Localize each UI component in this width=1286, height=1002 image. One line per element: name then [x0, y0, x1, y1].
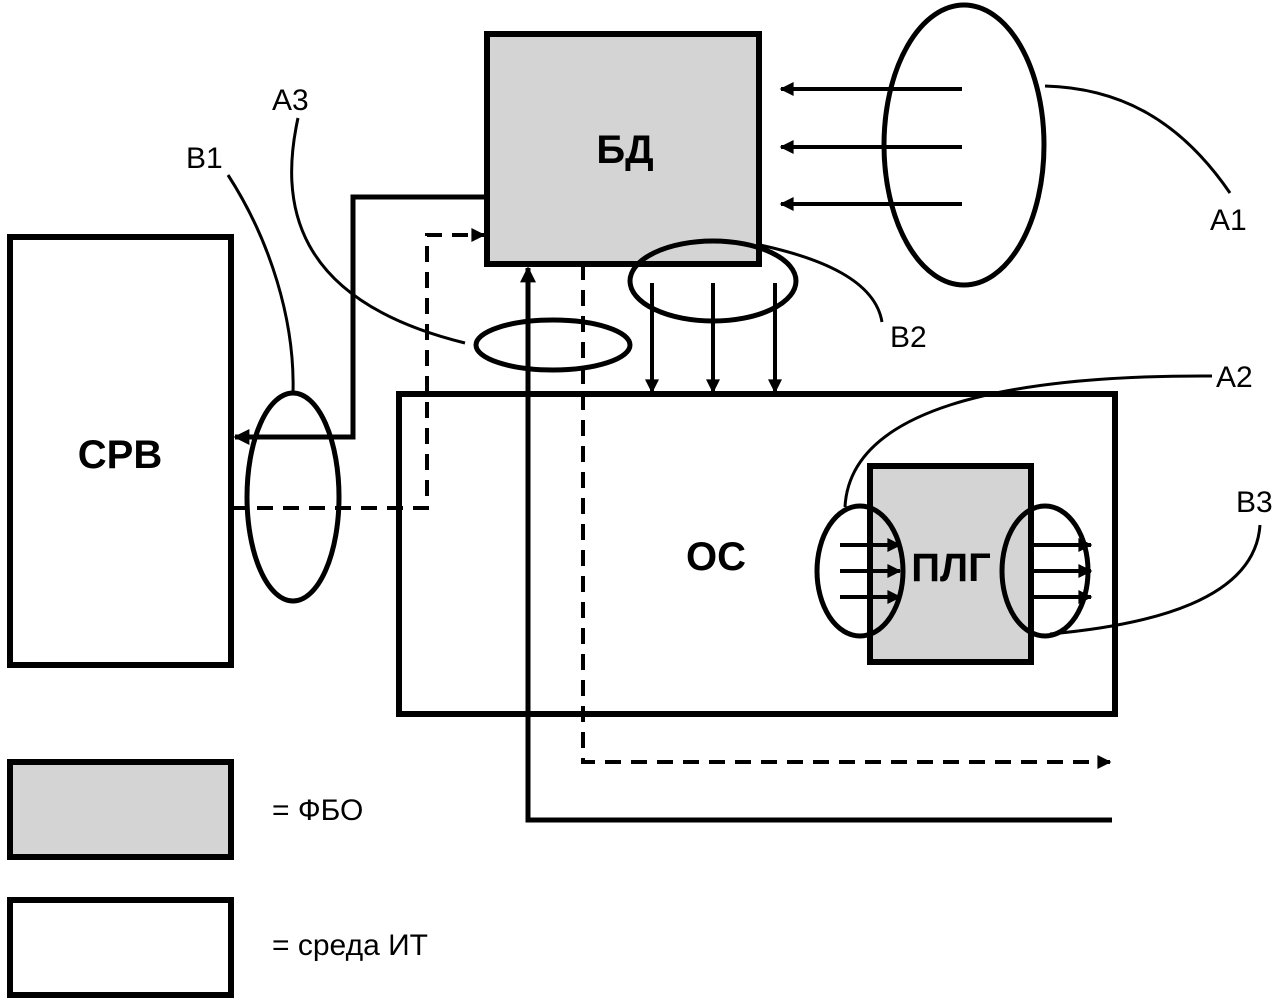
callout-a2: А2 [1216, 361, 1253, 394]
callout-b3: В3 [1236, 486, 1273, 519]
a1-ellipse [881, 2, 1047, 288]
b2-ellipse [627, 238, 799, 324]
callout-a3: А3 [272, 84, 309, 117]
a3-leader [290, 117, 466, 345]
legend-label-tsf: = ФБО [272, 794, 363, 827]
srv-to-db-dashed-line [231, 228, 486, 510]
os-label: ОС [686, 535, 746, 579]
plg-output-arrows [1031, 538, 1093, 604]
callout-a1: А1 [1210, 204, 1247, 237]
db-box: БД [484, 31, 762, 267]
a2-leader [843, 374, 1213, 508]
b2-leader [759, 243, 884, 323]
db-to-external-dashed-line [581, 264, 1112, 769]
plg-label: ПЛГ [911, 546, 991, 590]
legend: = ФБО = среда ИТ [7, 759, 428, 998]
a3-ellipse [473, 317, 633, 373]
legend-swatch-tsf [7, 759, 234, 860]
legend-swatch-it-environment [7, 897, 234, 998]
b1-ellipse [244, 390, 342, 604]
b1-leader [226, 174, 295, 394]
a2-ellipse [814, 503, 906, 639]
external-to-db-line [520, 266, 1112, 823]
legend-item-it-environment: = среда ИТ [7, 897, 428, 998]
callout-b2: В2 [890, 321, 927, 354]
plg-box: ПЛГ [867, 463, 1034, 665]
a1-leader [1044, 84, 1232, 194]
srv-box: СРВ [7, 234, 234, 668]
legend-label-it-environment: = среда ИТ [272, 929, 428, 962]
db-to-srv-line [233, 194, 487, 445]
srv-label: СРВ [78, 433, 162, 477]
db-to-os-arrows [645, 283, 782, 394]
b3-leader [1049, 524, 1262, 636]
db-input-arrows [779, 82, 962, 211]
db-label: БД [596, 128, 653, 172]
plg-input-arrows [840, 538, 902, 604]
b3-ellipse [999, 503, 1091, 639]
callout-b1: В1 [186, 142, 223, 175]
legend-item-tsf: = ФБО [7, 759, 363, 860]
